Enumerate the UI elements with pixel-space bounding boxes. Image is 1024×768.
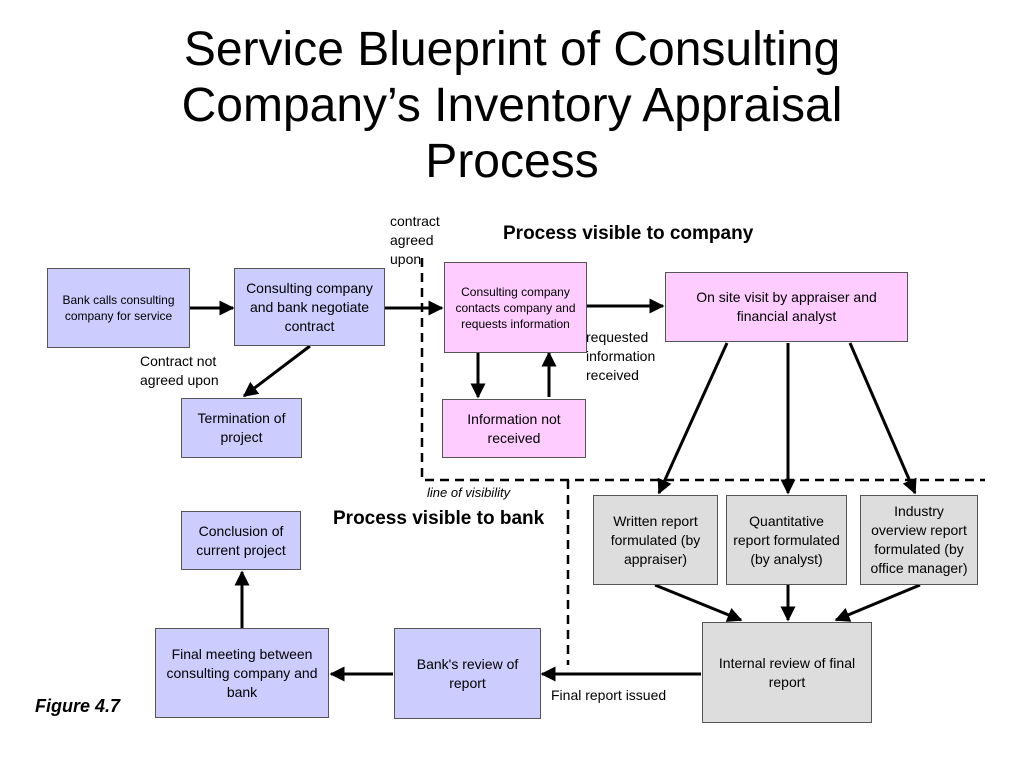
- box-quantitative-report: Quantitative report formulated (by analy…: [726, 495, 847, 585]
- box-conclusion: Conclusion of current project: [181, 511, 301, 570]
- title-line-2: Company’s Inventory Appraisal: [181, 79, 843, 132]
- arrow-site-visit-to-written: [657, 342, 729, 495]
- label-requested-received: requested information received: [586, 329, 656, 383]
- box-termination: Termination of project: [181, 398, 302, 458]
- label-final-report-issued: Final report issued: [551, 687, 667, 703]
- label-contract-not-agreed: Contract not agreed upon: [140, 353, 219, 388]
- box-internal-review-label: Internal review of final report: [718, 654, 856, 690]
- arrow-negotiate-to-termination: [242, 344, 311, 398]
- box-quantitative-report-label: Quantitative report formulated (by analy…: [733, 512, 840, 567]
- box-site-visit-label: On site visit by appraiser and financial…: [696, 289, 877, 324]
- box-bank-review-label: Bank's review of report: [416, 655, 519, 691]
- box-written-report-label: Written report formulated (by appraiser): [610, 512, 701, 567]
- box-written-report: Written report formulated (by appraiser): [593, 495, 718, 585]
- box-final-meeting: Final meeting between consulting company…: [155, 628, 329, 718]
- page-title: Service Blueprint of Consulting Company’…: [0, 22, 1024, 190]
- title-line-1: Service Blueprint of Consulting: [183, 23, 841, 76]
- label-line-of-visibility: line of visibility: [427, 485, 511, 500]
- box-not-received: Information not received: [442, 399, 586, 458]
- box-bank-calls: Bank calls consulting company for servic…: [47, 268, 190, 348]
- heading-company: Process visible to company: [503, 223, 754, 244]
- label-contract-agreed: contract agreed upon: [390, 213, 440, 267]
- box-industry-report: Industry overview report formulated (by …: [860, 495, 978, 585]
- title-line-3: Process: [425, 135, 599, 188]
- box-bank-review: Bank's review of report: [394, 628, 541, 719]
- box-not-received-label: Information not received: [467, 410, 561, 446]
- box-conclusion-label: Conclusion of current project: [196, 522, 286, 558]
- box-final-meeting-label: Final meeting between consulting company…: [166, 645, 318, 700]
- arrow-site-visit-to-industry: [848, 342, 917, 495]
- box-termination-label: Termination of project: [197, 410, 286, 445]
- box-industry-report-label: Industry overview report formulated (by …: [870, 503, 968, 576]
- box-contacts: Consulting company contacts company and …: [444, 262, 587, 353]
- box-negotiate-label: Consulting company and bank negotiate co…: [246, 279, 373, 334]
- box-contacts-label: Consulting company contacts company and …: [455, 284, 576, 331]
- box-negotiate: Consulting company and bank negotiate co…: [234, 268, 385, 346]
- heading-bank: Process visible to bank: [333, 508, 545, 529]
- box-internal-review: Internal review of final report: [702, 622, 872, 723]
- arrow-written-to-internal: [654, 583, 743, 622]
- box-site-visit: On site visit by appraiser and financial…: [665, 272, 908, 342]
- figure-label: Figure 4.7: [35, 696, 121, 716]
- box-bank-calls-label: Bank calls consulting company for servic…: [62, 293, 175, 323]
- arrow-industry-to-internal: [834, 583, 921, 622]
